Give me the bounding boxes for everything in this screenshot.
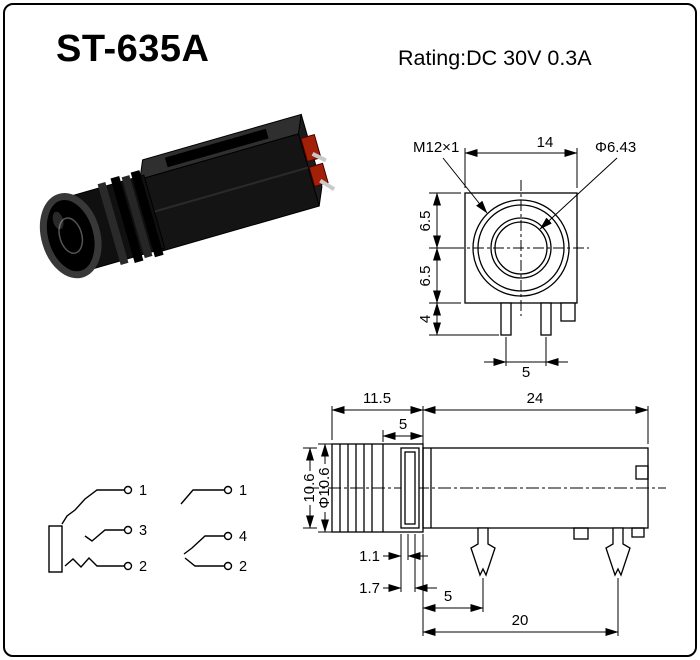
pin2-offset-dim-label: 20 (512, 612, 529, 629)
snap-leg-1 (470, 527, 496, 577)
jack-hole (58, 217, 84, 254)
face-circle (490, 217, 552, 279)
width-dim-label: 14 (537, 134, 554, 151)
rating-text: Rating:DC 30V 0.3A (398, 46, 592, 70)
left-pin-label-1: 1 (139, 483, 147, 499)
connector-seam (154, 166, 309, 213)
washer-inner (404, 451, 416, 525)
barrel-ring-2 (110, 175, 144, 264)
connector-pin-2 (319, 179, 336, 191)
body-length-dim-label: 24 (527, 390, 544, 407)
sleeve-contact-line (64, 556, 125, 569)
terminal-3-left (123, 525, 133, 535)
switch-contact-line (84, 529, 125, 542)
highlight (52, 211, 64, 230)
body-outline (422, 447, 649, 529)
dim-1-1-label: 1.1 (359, 548, 380, 565)
right-pin4-line (183, 535, 225, 555)
tip-contact-line (61, 489, 125, 525)
left-pin-label-3: 3 (139, 523, 147, 539)
terminal-4-right (223, 531, 233, 541)
pin1-offset-dim-label: 5 (444, 588, 452, 605)
pin-pitch-dim-label: 5 (522, 364, 530, 381)
front-view-centerlines (453, 180, 589, 316)
right-pin-label-4: 4 (239, 529, 247, 545)
connector-photo-group (39, 113, 336, 279)
body-height-dim-label: 10.6 (301, 473, 318, 502)
product-title: ST-635A (56, 28, 210, 70)
pin-length-dim-label: 4 (417, 315, 434, 323)
terminal-1-left (123, 485, 133, 495)
upper-half-dim-label: 6.5 (417, 211, 434, 232)
barrel-ring-4 (130, 170, 164, 258)
thread-size-label: M12×1 (413, 139, 459, 156)
right-pin1-line (180, 489, 225, 505)
connector-top-slot (164, 128, 269, 168)
terminal-2-left (123, 561, 133, 571)
front-view-dimension-lines (429, 148, 618, 366)
connector-pin-1 (311, 152, 327, 163)
front-mount-tab (560, 302, 576, 322)
lower-half-dim-label: 6.5 (417, 266, 434, 287)
side-view-drawing: 11.5 24 5 10.6 Φ10.6 1.1 1.7 5 20 (301, 390, 666, 636)
rear-notch (635, 465, 649, 480)
side-view-dimension-lines (303, 406, 649, 636)
front-pin-left (500, 302, 512, 336)
bushing-length-dim-label: 5 (399, 416, 407, 433)
product-photo (39, 113, 336, 279)
terminal-1-right (223, 485, 233, 495)
schematic-lines (48, 485, 233, 573)
terminal-2-right (223, 561, 233, 571)
washer-outline (400, 447, 420, 529)
dim-1-7-label: 1.7 (359, 580, 380, 597)
front-length-dim-label: 11.5 (363, 390, 391, 407)
barrel-ring-1 (97, 182, 129, 265)
right-pin-label-1: 1 (239, 483, 247, 499)
front-view-drawing: M12×1 14 Φ6.43 6.5 6.5 4 5 (413, 134, 636, 381)
right-pin-label-2: 2 (239, 559, 247, 575)
barrel-ring-3 (121, 175, 153, 259)
plug-sleeve-symbol (48, 525, 63, 573)
bottom-boss-2 (631, 527, 645, 538)
wiring-schematic: 1 3 2 1 4 2 (48, 483, 247, 575)
front-pin-right (540, 302, 552, 336)
bottom-boss-1 (573, 527, 589, 540)
snap-leg-2 (605, 527, 631, 577)
left-pin-label-2: 2 (139, 559, 147, 575)
hole-dia-label: Φ6.43 (595, 139, 636, 156)
side-view-body (331, 443, 649, 577)
barrel-dia-dim-label: Φ10.6 (316, 467, 333, 508)
right-pin2-line (184, 557, 225, 567)
